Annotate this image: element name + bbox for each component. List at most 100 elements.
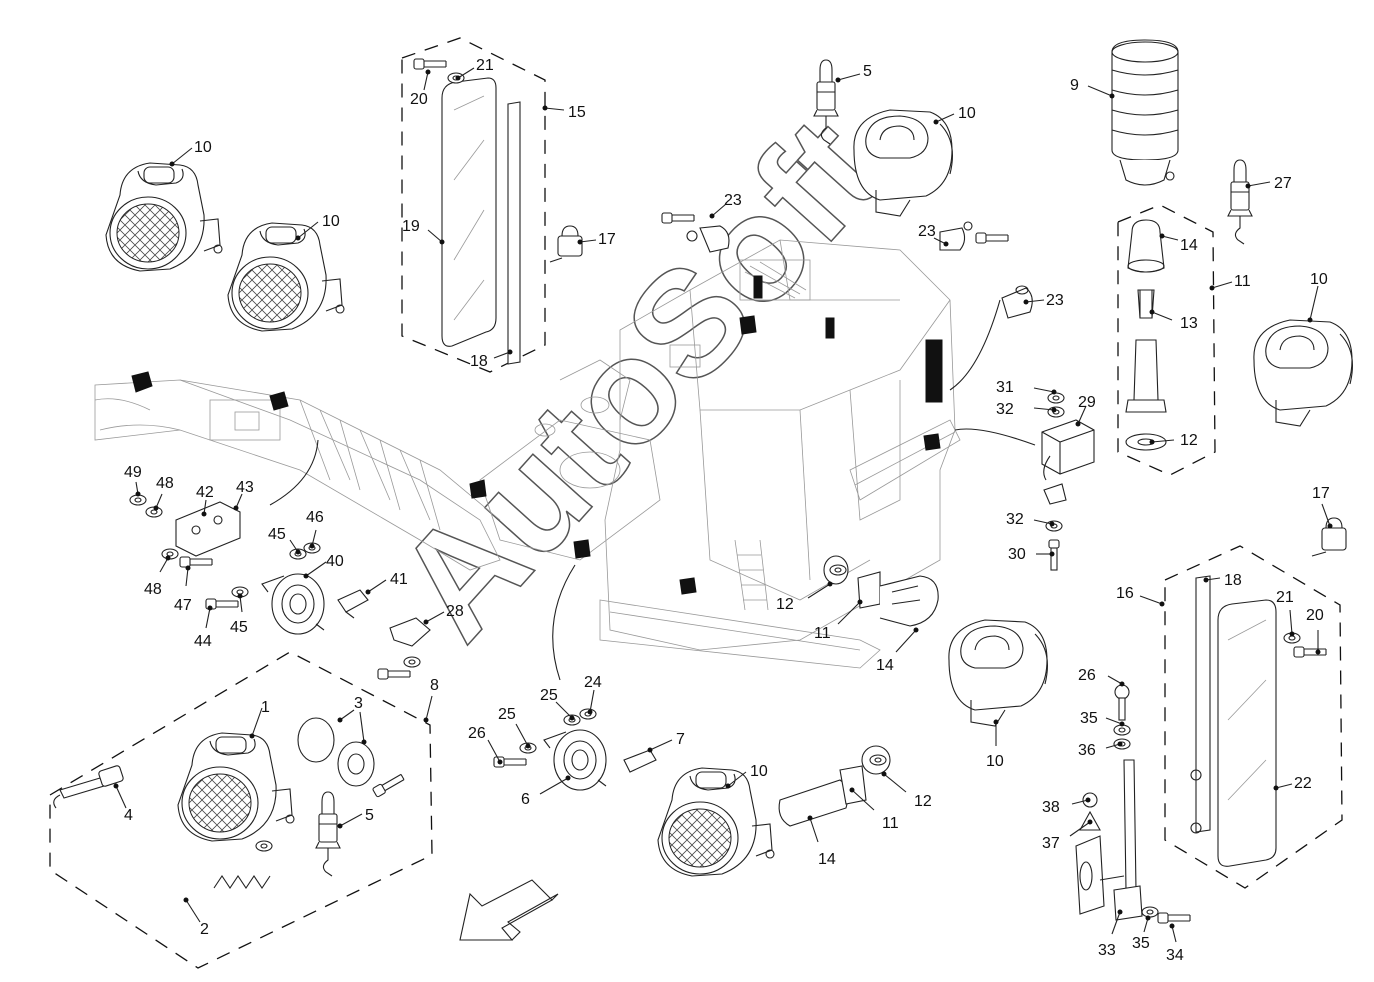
callout-23b: 23 bbox=[918, 223, 949, 247]
callout-5a: 5 bbox=[835, 63, 872, 83]
callout-label: 14 bbox=[1180, 237, 1198, 254]
callout-label: 10 bbox=[750, 763, 768, 780]
callout-45b: 45 bbox=[268, 526, 301, 555]
callout-10f: 10 bbox=[725, 763, 768, 789]
callout-label: 21 bbox=[476, 57, 494, 74]
work-lamp-10f bbox=[657, 767, 775, 877]
callout-label: 26 bbox=[1078, 667, 1096, 684]
beacon-light bbox=[1111, 39, 1179, 186]
headlamp-10e bbox=[948, 619, 1049, 727]
callout-label: 36 bbox=[1078, 742, 1096, 759]
callout-label: 10 bbox=[322, 213, 340, 230]
callout-label: 40 bbox=[326, 553, 344, 570]
group-box-11 bbox=[1117, 204, 1216, 476]
callout-label: 29 bbox=[1078, 394, 1096, 411]
callout-label: 10 bbox=[1310, 271, 1328, 288]
callout-15: 15 bbox=[542, 104, 586, 121]
callout-label: 46 bbox=[306, 509, 324, 526]
direction-arrow bbox=[459, 879, 559, 941]
callout-label: 4 bbox=[124, 807, 133, 824]
callout-label: 35 bbox=[1132, 935, 1150, 952]
callout-49: 49 bbox=[124, 464, 142, 497]
connector-41 bbox=[337, 589, 369, 619]
callout-18a: 18 bbox=[470, 349, 513, 370]
bulb-5b bbox=[315, 791, 341, 877]
callout-23c: 23 bbox=[1023, 292, 1064, 309]
callout-label: 12 bbox=[1180, 432, 1198, 449]
callout-label: 22 bbox=[1294, 775, 1312, 792]
callout-40: 40 bbox=[303, 553, 344, 579]
callout-42: 42 bbox=[196, 484, 214, 517]
callout-label: 6 bbox=[521, 791, 530, 808]
lens-3 bbox=[297, 717, 406, 798]
washer-35b bbox=[1141, 906, 1159, 918]
callout-6: 6 bbox=[521, 775, 571, 808]
callout-44: 44 bbox=[194, 605, 213, 650]
callout-label: 2 bbox=[200, 921, 209, 938]
mirror-19 bbox=[441, 77, 521, 365]
callout-label: 5 bbox=[365, 807, 374, 824]
callout-label: 34 bbox=[1166, 947, 1184, 964]
callout-10a: 10 bbox=[169, 139, 212, 167]
callouts: 1 2 3 4 5 5 6 7 8 9 10 10 10 10 10 10 11… bbox=[113, 57, 1333, 964]
callout-16: 16 bbox=[1116, 585, 1165, 607]
callout-48b: 48 bbox=[144, 555, 171, 598]
callout-label: 21 bbox=[1276, 589, 1294, 606]
callout-label: 8 bbox=[430, 677, 439, 694]
callout-label: 24 bbox=[584, 674, 602, 691]
callout-32a: 32 bbox=[996, 401, 1057, 418]
callout-45a: 45 bbox=[230, 593, 248, 636]
callout-12a: 12 bbox=[1149, 432, 1198, 449]
bolt-30 bbox=[1048, 539, 1060, 571]
lock-17b bbox=[1311, 517, 1347, 557]
callout-label: 23 bbox=[918, 223, 936, 240]
callout-14b: 14 bbox=[876, 627, 919, 674]
lamp-holder-11-low bbox=[778, 745, 891, 827]
callout-9: 9 bbox=[1070, 77, 1115, 99]
callout-label: 1 bbox=[261, 699, 270, 716]
callout-10b: 10 bbox=[295, 213, 340, 241]
bracket-42 bbox=[175, 501, 241, 557]
callout-10c: 10 bbox=[933, 105, 976, 125]
headlamp-10d bbox=[1253, 319, 1354, 427]
bolt-34 bbox=[1157, 912, 1191, 924]
machine-outline bbox=[479, 239, 961, 669]
callout-label: 11 bbox=[882, 815, 899, 832]
bracket-29b bbox=[1043, 483, 1067, 505]
mirror-arm-33 bbox=[1075, 759, 1143, 921]
callout-4: 4 bbox=[113, 783, 133, 824]
callout-label: 31 bbox=[996, 379, 1014, 396]
machine-lamp-markers bbox=[131, 275, 941, 595]
lamp-holder-11 bbox=[1125, 219, 1167, 451]
callout-label: 16 bbox=[1116, 585, 1134, 602]
callout-label: 18 bbox=[1224, 572, 1242, 589]
callout-label: 14 bbox=[876, 657, 894, 674]
bulb-27 bbox=[1227, 159, 1253, 245]
callout-label: 11 bbox=[814, 625, 831, 642]
callout-label: 17 bbox=[598, 231, 616, 248]
callout-label: 28 bbox=[446, 603, 464, 620]
callout-12b: 12 bbox=[776, 581, 833, 613]
callout-10e: 10 bbox=[986, 719, 1004, 770]
callout-11c: 11 bbox=[849, 787, 899, 832]
washer-12b bbox=[869, 754, 887, 766]
callout-13: 13 bbox=[1149, 309, 1198, 332]
callout-18b: 18 bbox=[1203, 572, 1242, 589]
work-lamp-1 bbox=[177, 732, 295, 842]
callout-label: 20 bbox=[410, 91, 428, 108]
callout-label: 15 bbox=[568, 104, 586, 121]
conveyor-arm bbox=[94, 379, 501, 571]
callout-label: 41 bbox=[390, 571, 408, 588]
callout-label: 11 bbox=[1234, 273, 1251, 290]
callout-43: 43 bbox=[233, 479, 254, 511]
lock-17a bbox=[549, 225, 583, 263]
callout-label: 7 bbox=[676, 731, 685, 748]
callout-25b: 25 bbox=[540, 687, 575, 721]
callout-31: 31 bbox=[996, 379, 1057, 396]
callout-label: 43 bbox=[236, 479, 254, 496]
callout-label: 10 bbox=[958, 105, 976, 122]
callout-21a: 21 bbox=[455, 57, 494, 81]
callout-33: 33 bbox=[1098, 909, 1123, 959]
washer-12a bbox=[829, 564, 847, 576]
